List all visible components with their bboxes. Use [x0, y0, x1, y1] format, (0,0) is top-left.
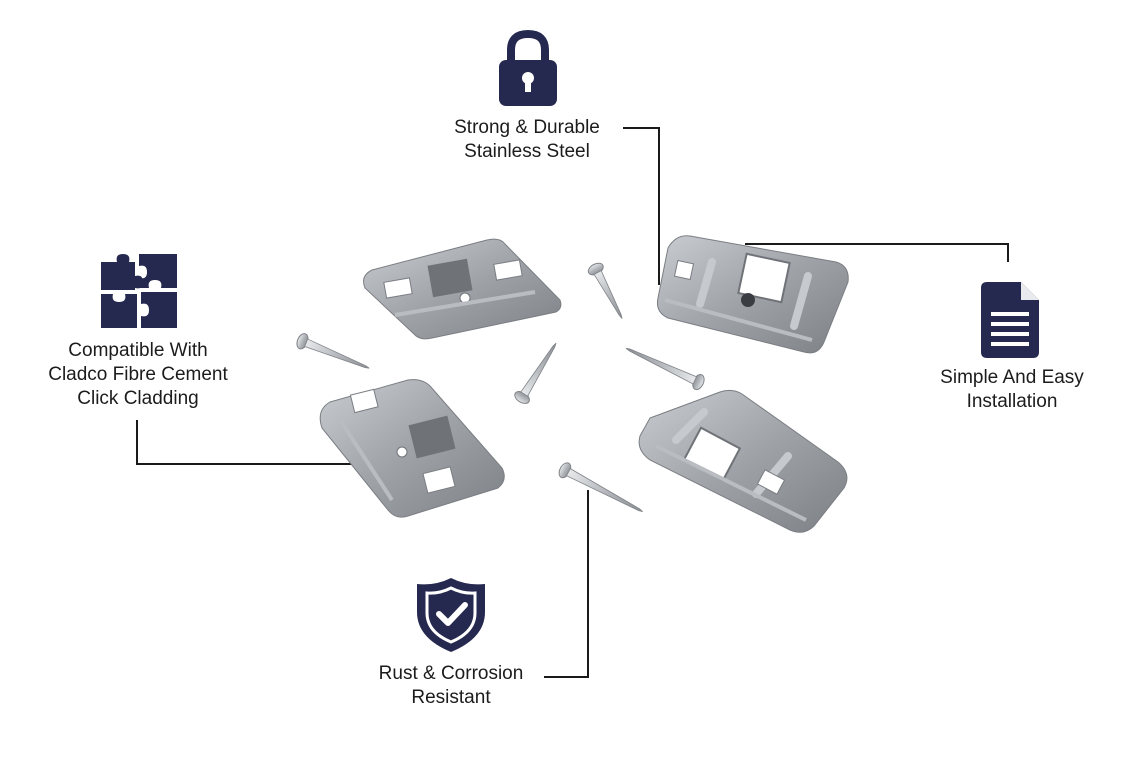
- clip-bottom-right: [638, 389, 848, 533]
- installation-callout-line: [745, 243, 1009, 262]
- document-icon: [981, 282, 1039, 358]
- screw-5: [558, 462, 643, 512]
- installation-line-2: Installation: [966, 391, 1058, 412]
- rust-line-2: Resistant: [411, 687, 491, 708]
- screw-2: [296, 333, 370, 369]
- rust-feature-label: Rust & Corrosion Resistant: [360, 662, 542, 710]
- clip-top-right: [657, 235, 849, 354]
- rust-line-1: Rust & Corrosion: [378, 663, 524, 684]
- screw-3: [514, 342, 557, 404]
- shield-check-icon: [417, 578, 485, 652]
- callout-lines: [136, 127, 1009, 678]
- steel-line-1: Strong & Durable: [454, 117, 600, 138]
- puzzle-icon: [101, 254, 177, 328]
- steel-callout-line: [623, 127, 660, 285]
- clip-bottom-left: [319, 379, 505, 518]
- screw-4: [625, 347, 705, 391]
- compatible-line-1: Compatible With: [68, 340, 208, 361]
- compatible-line-2: Cladco Fibre Cement: [48, 364, 228, 385]
- steel-feature-label: Strong & Durable Stainless Steel: [434, 116, 620, 164]
- lock-icon: [499, 30, 557, 106]
- installation-line-1: Simple And Easy: [940, 367, 1084, 388]
- rust-callout-line: [544, 490, 589, 678]
- compatible-feature-label: Compatible With Cladco Fibre Cement Clic…: [24, 339, 252, 411]
- clip-top-left: [363, 238, 562, 340]
- steel-line-2: Stainless Steel: [464, 141, 590, 162]
- installation-feature-label: Simple And Easy Installation: [920, 366, 1104, 414]
- screw-1: [587, 262, 623, 319]
- compatible-callout-line: [136, 420, 356, 465]
- compatible-line-3: Click Cladding: [77, 388, 199, 409]
